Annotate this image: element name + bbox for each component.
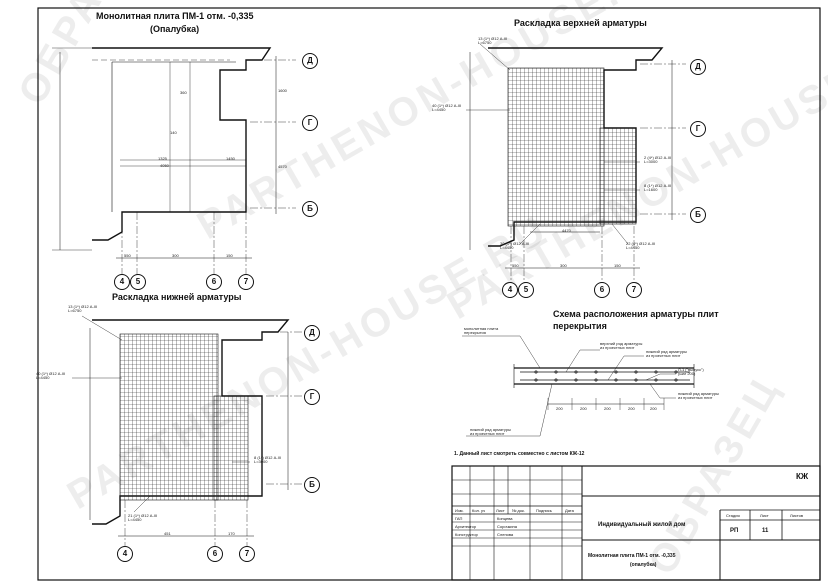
tb-name: Сорочкина — [497, 524, 517, 529]
axis-marker: 6 — [207, 546, 223, 562]
dimension-label: 150 — [614, 263, 621, 268]
plan1-subtitle: (Опалубка) — [150, 24, 200, 34]
axis-marker: Б — [304, 477, 320, 493]
dimension-label: 1450 — [226, 156, 235, 161]
dimension-label: 300 — [172, 253, 179, 258]
plan-formwork — [52, 47, 296, 274]
stage-value: РП — [730, 528, 739, 534]
axis-marker: Г — [302, 115, 318, 131]
axis-marker: Б — [302, 201, 318, 217]
tb-header: Лист — [760, 513, 769, 518]
plan3-title: Раскладка нижней арматуры — [112, 292, 242, 302]
project-name: Индивидуальный жилой дом — [598, 522, 686, 528]
section-callout: нижний ряд арматуры из проектных плит — [678, 391, 719, 401]
tb-role: ГАП — [455, 516, 463, 521]
axis-marker: Б — [690, 207, 706, 223]
dimension-label: 140 — [170, 130, 177, 135]
tb-name: Копцева — [497, 516, 513, 521]
plan-top-rebar — [466, 43, 686, 284]
dimension-label: 1325 — [158, 156, 167, 161]
rebar-callout: 22 (4*) Ø12 А-III L=4450 — [626, 241, 656, 251]
rebar-callout: 13 (1*) Ø12 А-III L=6750 — [478, 36, 508, 46]
section-title: Схема расположения арматуры плит — [553, 309, 719, 319]
dimension-label: 200 — [580, 406, 587, 411]
tb-role: Конструктор — [455, 532, 478, 537]
axis-marker: 4 — [502, 282, 518, 298]
rebar-callout: 8 (1*) Ø12 А-III L=3000 — [254, 455, 281, 465]
rebar-callout: 21 (1*) Ø12 А-III L=4450 — [128, 513, 158, 523]
sheet-number: 11 — [762, 528, 769, 534]
rebar-callout: 40 (1*) Ø12 А-III L=4450 — [36, 371, 66, 381]
axis-marker: Г — [690, 121, 706, 137]
rebar-callout: 30 (1*) Ø12 А-III L=4450 — [500, 241, 530, 251]
dimension-label: 150 — [226, 253, 233, 258]
plan1-title: Монолитная плита ПМ-1 отм. -0,335 — [96, 11, 254, 21]
axis-marker: 5 — [130, 274, 146, 290]
section-callout: нижний ряд арматуры из проектных плит — [646, 349, 687, 359]
axis-marker: Д — [302, 53, 318, 69]
axis-marker: Д — [690, 59, 706, 75]
tb-header: Листов — [790, 513, 803, 518]
dimension-label: 170 — [228, 531, 235, 536]
dimension-label: 451 — [164, 531, 171, 536]
section-callout: Л-1 ("выпуск") (шаг 200) — [678, 367, 704, 377]
section-scheme — [462, 335, 695, 437]
rebar-callout: 13 (1*) Ø12 А-III L=6750 — [68, 304, 98, 314]
section-callout: нижний ряд арматуры из проектных плит — [470, 427, 511, 437]
tb-header: Лист — [496, 508, 505, 513]
tb-header: Изм. — [455, 508, 464, 513]
tb-header: Стадия — [726, 513, 740, 518]
sheet-frame — [37, 7, 821, 581]
dimension-label: 200 — [604, 406, 611, 411]
axis-marker: 7 — [238, 274, 254, 290]
axis-marker: 6 — [206, 274, 222, 290]
sheet-title: Монолитная плита ПМ-1 отм. -0,335 — [588, 553, 676, 559]
rebar-callout: 2 (4*) Ø12 А-III L=3000 — [644, 155, 671, 165]
dimension-label: 200 — [650, 406, 657, 411]
section-callout: верхний ряд арматуры из проектных плит — [600, 341, 643, 351]
tb-header: Подпись — [536, 508, 552, 513]
rebar-callout: 8 (1*) Ø12 А-III L=1600 — [644, 183, 671, 193]
dimension-label: 300 — [560, 263, 567, 268]
tb-header: Дата — [565, 508, 574, 513]
dimension-label: 1600 — [278, 88, 287, 93]
dimension-label: 4050 — [160, 163, 169, 168]
section-subtitle: перекрытия — [553, 321, 607, 331]
tb-name: Слепова — [497, 532, 514, 537]
doc-code: КЖ — [796, 472, 809, 481]
axis-marker: 4 — [117, 546, 133, 562]
sheet-note: 1. Данный лист смотреть совместно с лист… — [454, 451, 585, 457]
dimension-label: 550 — [124, 253, 131, 258]
dimension-label: 4470 — [562, 228, 571, 233]
axis-marker: 6 — [594, 282, 610, 298]
axis-marker: Д — [304, 325, 320, 341]
dimension-label: 550 — [512, 263, 519, 268]
dimension-label: 200 — [628, 406, 635, 411]
dimension-label: 360 — [180, 90, 187, 95]
tb-header: Кол. уч — [472, 508, 486, 513]
plan-bottom-rebar — [72, 315, 304, 546]
tb-header: № док. — [512, 508, 525, 513]
section-callout: монолитная плита перекрытия — [464, 326, 499, 336]
rebar-callout: 40 (1*) Ø12 А-III L=4450 — [432, 103, 462, 113]
sheet-subtitle: (опалубка) — [630, 562, 657, 568]
axis-marker: 7 — [626, 282, 642, 298]
tb-role: Архитектор — [455, 524, 477, 529]
plan2-title: Раскладка верхней арматуры — [514, 18, 647, 28]
title-block — [451, 465, 821, 581]
dimension-label: 4570 — [278, 164, 287, 169]
axis-marker: Г — [304, 389, 320, 405]
dimension-label: 200 — [556, 406, 563, 411]
axis-marker: 4 — [114, 274, 130, 290]
axis-marker: 5 — [518, 282, 534, 298]
axis-marker: 7 — [239, 546, 255, 562]
